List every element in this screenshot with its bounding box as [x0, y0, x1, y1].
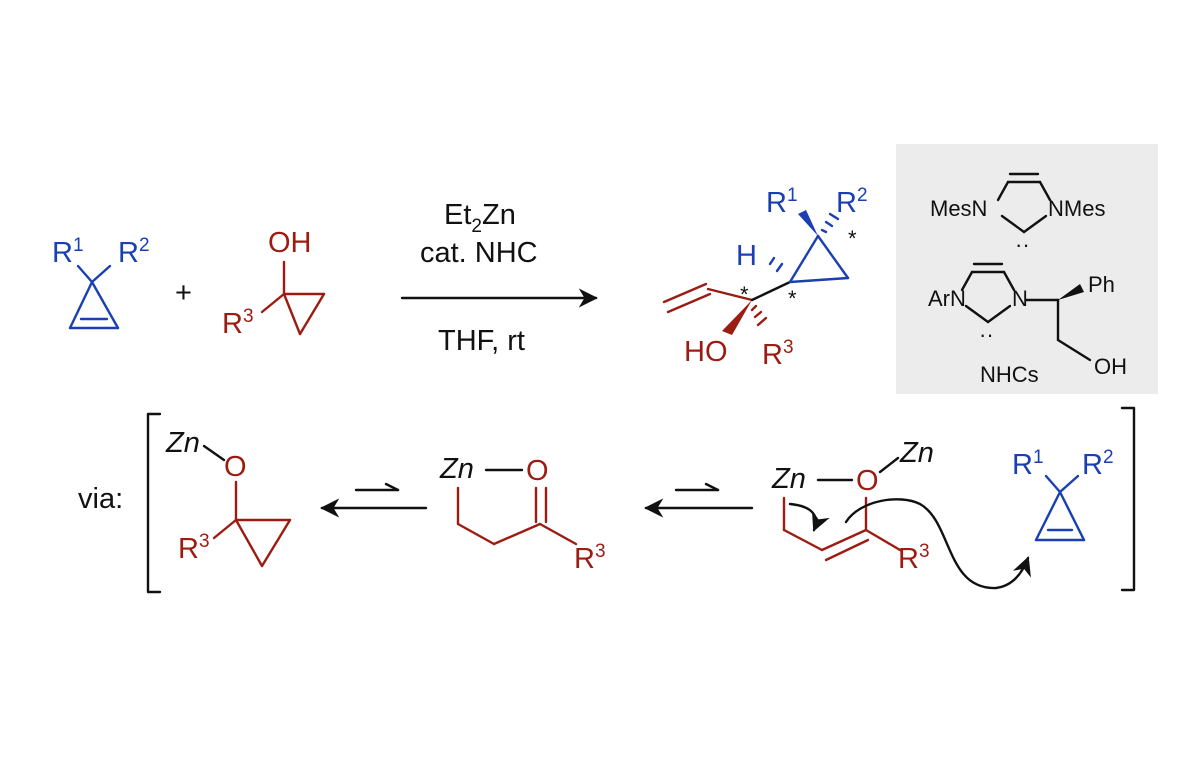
- nhc-arn: ArN: [928, 286, 966, 311]
- r3-label: R: [222, 308, 243, 340]
- zn-label: Zn: [771, 463, 806, 495]
- stereocenter-star: *: [848, 226, 857, 251]
- r3-label: R: [574, 543, 595, 575]
- r1-sup: 1: [73, 235, 84, 256]
- o-label: O: [526, 455, 549, 487]
- r1-label: R: [52, 237, 73, 269]
- r3-label: R: [178, 533, 199, 565]
- carbene-lone-pair: ··: [979, 322, 994, 347]
- svg-text:R3: R3: [178, 531, 210, 565]
- product-h-label: H: [736, 240, 757, 272]
- nhc-chiral: ArN N Ph OH ·· NHCs: [928, 262, 1127, 387]
- cyclopropanol-reactant: OH R3: [222, 227, 326, 340]
- nhc-nmes: NMes: [1048, 196, 1105, 221]
- svg-text:R3: R3: [222, 306, 254, 340]
- nhc-imes: MesN NMes ··: [930, 172, 1105, 257]
- zn-label: Zn: [899, 437, 934, 469]
- r2-sup: 2: [1103, 447, 1114, 468]
- nhc-caption: NHCs: [980, 362, 1039, 387]
- zn-label: Zn: [439, 453, 474, 485]
- r2-sup: 2: [139, 235, 150, 256]
- product-r1: R: [766, 187, 787, 219]
- r2-label: R: [118, 237, 139, 269]
- nhc-n: N: [1012, 286, 1028, 311]
- r3-sup: 3: [919, 541, 930, 562]
- zinc-homoenolate: Zn O R3: [439, 453, 606, 575]
- svg-text:R2: R2: [836, 185, 868, 219]
- stereocenter-star: *: [740, 282, 749, 307]
- svg-text:R3: R3: [762, 337, 794, 371]
- r2-label: R: [1082, 449, 1103, 481]
- cyclopropene-reactant: R1 R2: [52, 235, 150, 330]
- svg-text:R3: R3: [898, 541, 930, 575]
- product-r1-sup: 1: [787, 185, 798, 206]
- o-label: O: [224, 451, 247, 483]
- r3-label: R: [898, 543, 919, 575]
- nhc-mesn: MesN: [930, 196, 987, 221]
- equilibrium-arrow: [320, 482, 428, 518]
- svg-text:R2: R2: [1082, 447, 1114, 481]
- r1-label: R: [1012, 449, 1033, 481]
- stereocenter-star: *: [788, 286, 797, 311]
- svg-text:R2: R2: [118, 235, 150, 269]
- reagent-label: Et2Zn: [444, 199, 516, 237]
- product: HO R3 H R1 R2 * * *: [662, 185, 868, 371]
- product-r2: R: [836, 187, 857, 219]
- svg-text:R1: R1: [1012, 447, 1044, 481]
- cyclopropene-mechanism: R1 R2: [1012, 447, 1114, 542]
- svg-text:R1: R1: [52, 235, 84, 269]
- r1-sup: 1: [1033, 447, 1044, 468]
- carbene-lone-pair: ··: [1015, 232, 1030, 257]
- zn-label: Zn: [165, 427, 200, 459]
- catalyst-label: cat. NHC: [420, 237, 538, 269]
- zinc-cyclopropoxide: Zn O R3: [165, 427, 292, 568]
- svg-text:R3: R3: [574, 541, 606, 575]
- conditions-label: THF, rt: [438, 325, 525, 357]
- zinc-enolate: Zn O Zn R3: [771, 437, 1031, 590]
- right-bracket: [1120, 406, 1136, 592]
- svg-text:R1: R1: [766, 185, 798, 219]
- oh-label: OH: [268, 227, 312, 259]
- nhc-ph: Ph: [1088, 272, 1115, 297]
- via-label: via:: [78, 483, 123, 515]
- o-label: O: [856, 465, 879, 497]
- r3-sup: 3: [199, 531, 210, 552]
- product-ho-label: HO: [684, 336, 728, 368]
- equilibrium-arrow: [644, 482, 754, 518]
- left-bracket: [146, 412, 162, 594]
- r3-sup: 3: [595, 541, 606, 562]
- r3-sup: 3: [243, 306, 254, 327]
- nhc-oh: OH: [1094, 354, 1127, 379]
- product-r3-sup: 3: [783, 337, 794, 358]
- product-r2-sup: 2: [857, 185, 868, 206]
- plus-sign: +: [175, 277, 192, 309]
- nhc-panel: [896, 144, 1158, 394]
- product-r3: R: [762, 339, 783, 371]
